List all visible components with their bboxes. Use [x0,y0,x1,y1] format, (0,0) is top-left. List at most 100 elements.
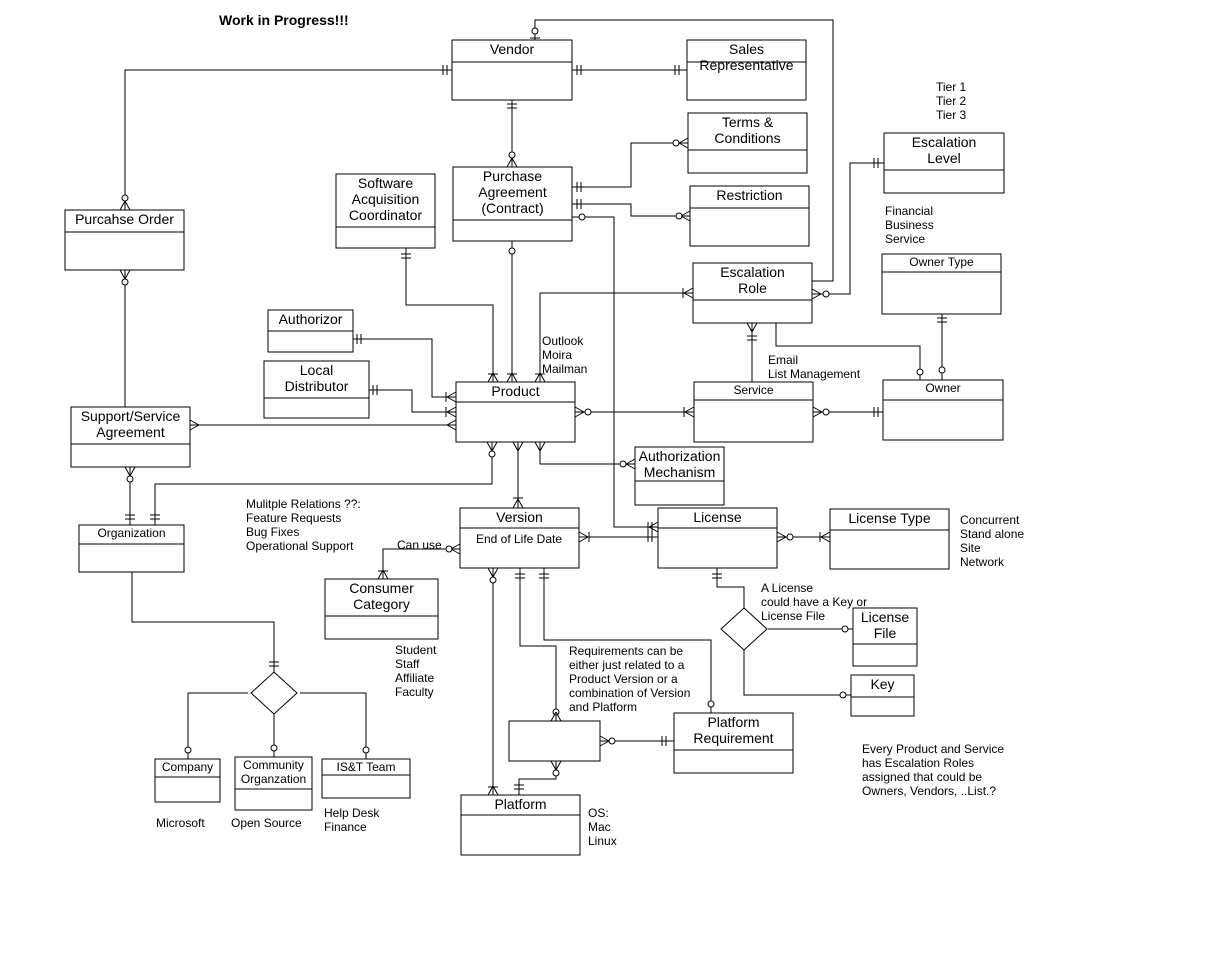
entity-name: Mechanism [644,464,716,480]
entity-name: Sales [729,41,764,57]
cardinality-circle [508,247,516,255]
service-box [693,381,814,443]
crow-foot [511,157,518,168]
cardinality-circle [270,744,278,752]
tier-note: Tier 3 [936,108,967,122]
entity-name: Requirement [693,730,773,746]
crow-foot [820,536,831,543]
license-box [657,507,778,569]
restriction-entity: Restriction [689,185,810,247]
sales-rep-box [686,39,807,101]
crow-foot [517,498,524,509]
organization-entity: Organization [78,524,185,573]
local-distributor-box [263,360,370,419]
support-agreement-box [70,406,191,468]
entity-name: Authorizor [279,311,343,327]
escalation-roles-note: assigned that could be [862,770,982,784]
relationship-line [300,692,367,759]
crow-foot [578,536,589,543]
crow-foot [678,137,689,144]
terms-box [687,112,808,174]
relationship-line [369,389,456,413]
company-example-note: Microsoft [156,816,205,830]
license-key-note: License File [761,609,825,623]
entity-name: Coordinator [349,207,422,223]
crow-foot [119,269,126,280]
relationship-line [572,142,688,188]
entity-name: Support/Service [81,408,181,424]
cardinality-circle [584,408,592,416]
relationship-line [154,442,493,525]
crow-foot [446,424,457,431]
terms-entity: Terms &Conditions [687,112,808,174]
owner-entity: Owner [882,379,1004,441]
platform-box [460,794,581,856]
escalation-level-box [883,132,1005,194]
cardinality-circle [578,213,586,221]
platform-entity: Platform [460,794,581,856]
entity-name: Purchase [483,168,542,184]
crow-foot [684,406,695,413]
multiple-relations-note: Bug Fixes [246,525,299,539]
relationship-line [775,323,921,380]
entity-name: Company [162,760,213,774]
crow-foot [555,760,562,771]
cardinality-circle [184,746,192,754]
crow-foot [446,391,457,398]
sw-coordinator-box [335,173,436,249]
relationship-line [743,650,851,696]
crow-foot [119,200,126,211]
crow-foot [550,760,557,771]
crow-foot [446,396,457,403]
entity-name: Product [491,383,539,399]
cardinality-circle [786,533,794,541]
crow-foot [491,441,498,452]
escalation-kinds-note: Service [885,232,925,246]
crow-foot [812,411,823,418]
entity-name: Category [353,596,410,612]
service-examples-note: List Management [768,367,861,381]
organization-type-diamond [250,671,298,715]
relationship-line [353,338,456,398]
os-note: OS: [588,806,609,820]
crow-foot [599,740,610,747]
cardinality-circle [672,139,680,147]
crow-foot [625,463,636,470]
crow-foot [512,498,519,509]
entity-name: Escalation [912,134,977,150]
crow-foot [446,411,457,418]
relationship-line [572,216,658,528]
entity-name: (Contract) [481,200,543,216]
entity-name: Conditions [714,130,780,146]
relationship-line [572,203,690,217]
relationship-line [534,19,834,282]
cardinality-circle [841,625,849,633]
entity-name: Platform [494,796,546,812]
entity-name: Agreement [478,184,547,200]
cardinality-circle [608,737,616,745]
relationship-line [812,162,884,295]
consumers-note: Faculty [395,685,434,699]
platform-requirement-box [673,712,794,774]
escalation-role-box [692,262,813,324]
license-types-note: Site [960,541,981,555]
purchase-agreement-box [452,166,573,242]
crow-foot [450,543,461,550]
owner-type-box [881,253,1002,315]
license-types-note: Concurrent [960,513,1020,527]
cardinality-circle [362,746,370,754]
entity-name: License [861,609,909,625]
crow-foot [811,288,822,295]
crow-foot [574,411,585,418]
entity-name: Version [496,509,543,525]
license-type-box [829,508,950,570]
cardinality-circle [822,290,830,298]
crow-foot [820,531,831,538]
cardinality-circle [508,151,516,159]
crow-foot [746,322,753,333]
